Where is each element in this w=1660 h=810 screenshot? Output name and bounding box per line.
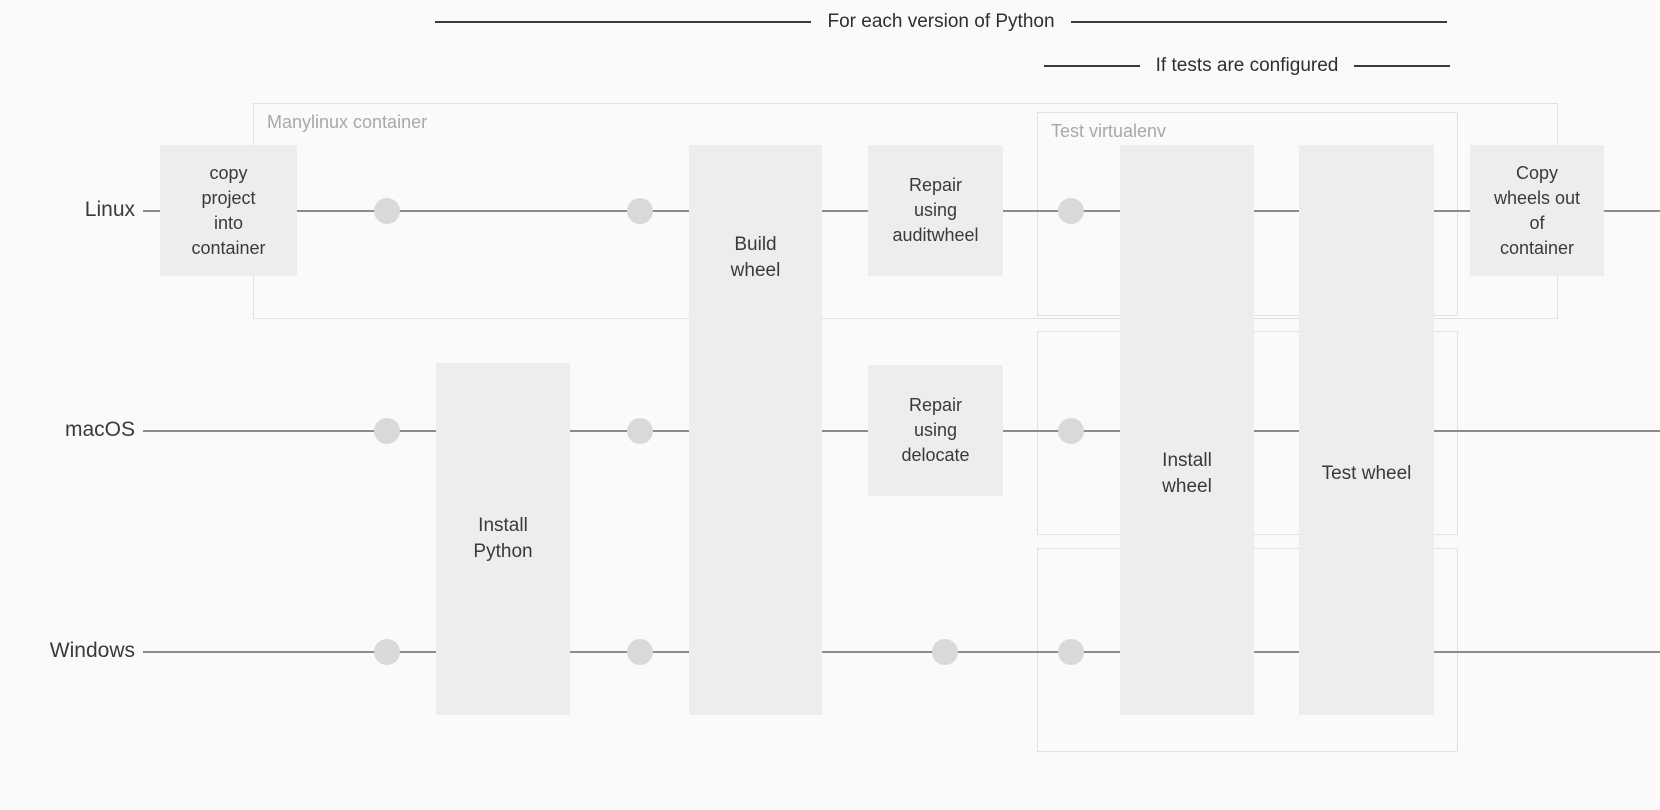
bracket-for-each-python-version: For each version of Python (435, 10, 1448, 34)
rail-windows (143, 651, 1660, 653)
bracket-label-if-tests-configured: If tests are configured (1155, 55, 1339, 76)
junction-dot-linux-3 (1058, 198, 1084, 224)
row-label-windows: Windows (49, 639, 135, 662)
step-label: Install wheel (1162, 450, 1212, 497)
junction-dot-macos-1 (374, 418, 400, 444)
step-label: Repair using auditwheel (892, 175, 979, 245)
group-label-manylinux-container: Manylinux container (267, 112, 428, 132)
step-install-python[interactable]: Install Python (436, 363, 570, 715)
bracket-rule-right (1354, 65, 1450, 67)
step-label: Copy wheels out of container (1493, 162, 1581, 258)
row-label-macos: macOS (64, 418, 135, 441)
junction-dot-windows-3 (932, 639, 958, 665)
junction-dot-windows-1 (374, 639, 400, 665)
junction-dot-macos-2 (627, 418, 653, 444)
junction-dot-windows-2 (627, 639, 653, 665)
step-label: copy project into container (191, 162, 266, 258)
step-test-wheel[interactable]: Test wheel (1299, 145, 1434, 715)
step-copy-wheels-out-of-container[interactable]: Copy wheels out of container (1470, 145, 1604, 276)
junction-dot-windows-4 (1058, 639, 1084, 665)
step-label: Build wheel (730, 234, 781, 281)
step-build-wheel[interactable]: Build wheel (689, 145, 822, 715)
step-install-wheel[interactable]: Install wheel (1120, 145, 1254, 715)
bracket-if-tests-configured: If tests are configured (1044, 54, 1450, 78)
step-repair-using-delocate[interactable]: Repair using delocate (868, 365, 1003, 496)
bracket-rule-right (1070, 21, 1448, 23)
junction-dot-linux-1 (374, 198, 400, 224)
bracket-rule-left (1044, 65, 1140, 67)
group-label-test-virtualenv: Test virtualenv (1051, 121, 1167, 141)
row-label-linux: Linux (84, 198, 135, 221)
bracket-label-for-each-python-version: For each version of Python (827, 11, 1055, 32)
junction-dot-linux-2 (627, 198, 653, 224)
step-repair-using-auditwheel[interactable]: Repair using auditwheel (868, 145, 1003, 276)
step-label: Repair using delocate (901, 395, 970, 465)
step-label: Install Python (473, 515, 533, 562)
step-copy-project-into-container[interactable]: copy project into container (160, 145, 297, 276)
bracket-rule-left (435, 21, 812, 23)
junction-dot-macos-3 (1058, 418, 1084, 444)
step-label: Test wheel (1321, 463, 1412, 484)
